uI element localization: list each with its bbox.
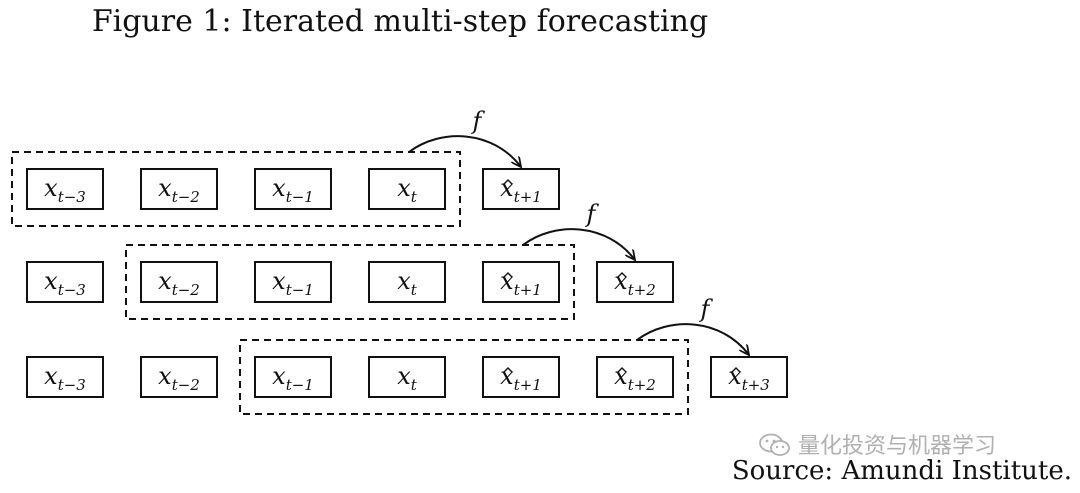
cell-box: xt−3 (26, 261, 104, 303)
cell-label: xt+1 (500, 267, 542, 299)
cell-label: xt−1 (272, 362, 314, 394)
input-window-2 (125, 244, 575, 320)
cell-label: xt+1 (500, 362, 542, 394)
function-label: f (585, 200, 600, 228)
forecast-arrow-3 (636, 323, 749, 355)
cell-label: xt−1 (272, 174, 314, 206)
watermark: 量化投资与机器学习 (758, 428, 996, 460)
forecast-arrow-2 (522, 228, 635, 260)
cell-label: xt+1 (500, 174, 542, 206)
input-window-3 (239, 339, 689, 415)
hat-accent (617, 272, 627, 278)
cell-box: xt (368, 356, 446, 398)
cell-box: xt+1 (482, 356, 560, 398)
cell-label: xt+2 (614, 267, 656, 299)
cell-rect (26, 168, 104, 210)
cell-rect (482, 261, 560, 303)
cell-rect (140, 356, 218, 398)
row-1: xt−3 xt−2 xt−1 xt xt+1 f (11, 107, 560, 227)
cell-label: xt−3 (44, 174, 86, 206)
cell-rect (26, 356, 104, 398)
cell-label: xt (397, 267, 418, 299)
cell-box: xt−3 (26, 356, 104, 398)
cell-label: xt+2 (614, 362, 656, 394)
row-2: xt−3 xt−2 xt−1 xt xt+1 xt+2 f (26, 200, 674, 320)
cell-label: xt (397, 174, 418, 206)
forecast-arrow-1 (408, 135, 521, 167)
cell-label: xt (397, 362, 418, 394)
cell-box: xt−1 (254, 261, 332, 303)
cell-label: xt+3 (728, 362, 770, 394)
cell-label: xt−2 (158, 174, 200, 206)
cell-rect (140, 168, 218, 210)
cell-label: xt−1 (272, 267, 314, 299)
cell-label: xt−3 (44, 362, 86, 394)
cell-rect (254, 356, 332, 398)
cell-box: xt (368, 168, 446, 210)
cell-box: xt (368, 261, 446, 303)
cell-rect (254, 261, 332, 303)
source-caption: Source: Amundi Institute. (731, 456, 1072, 486)
hat-accent (731, 367, 741, 373)
cell-box: xt−3 (26, 168, 104, 210)
cell-rect (482, 168, 560, 210)
cell-box: xt+1 (482, 261, 560, 303)
hat-accent (617, 367, 627, 373)
wechat-icon (759, 433, 790, 456)
cell-rect (368, 168, 446, 210)
cell-rect (482, 356, 560, 398)
cell-box: xt−1 (254, 168, 332, 210)
hat-accent (503, 272, 513, 278)
cell-rect (140, 261, 218, 303)
cell-box: xt+1 (482, 168, 560, 210)
cell-rect (596, 356, 674, 398)
cell-rect (368, 261, 446, 303)
cell-rect (368, 356, 446, 398)
cell-label: xt−2 (158, 267, 200, 299)
cell-rect (596, 261, 674, 303)
cell-box: xt+3 (710, 356, 788, 398)
cell-box: xt+2 (596, 261, 674, 303)
watermark-text: 量化投资与机器学习 (798, 434, 997, 459)
function-label: f (699, 295, 714, 323)
hat-accent (503, 179, 513, 185)
cell-rect (710, 356, 788, 398)
function-label: f (471, 107, 486, 135)
cell-box: xt−2 (140, 356, 218, 398)
cell-box: xt−2 (140, 261, 218, 303)
input-window-1 (11, 151, 461, 227)
row-3: xt−3 xt−2 xt−1 xt xt+1 xt+2 xt+3 f (26, 295, 788, 415)
cell-label: xt−3 (44, 267, 86, 299)
hat-accent (503, 367, 513, 373)
cell-rect (26, 261, 104, 303)
cell-rect (254, 168, 332, 210)
cell-box: xt−2 (140, 168, 218, 210)
cell-box: xt−1 (254, 356, 332, 398)
cell-label: xt−2 (158, 362, 200, 394)
figure-title: Figure 1: Iterated multi-step forecastin… (91, 4, 709, 39)
cell-box: xt+2 (596, 356, 674, 398)
